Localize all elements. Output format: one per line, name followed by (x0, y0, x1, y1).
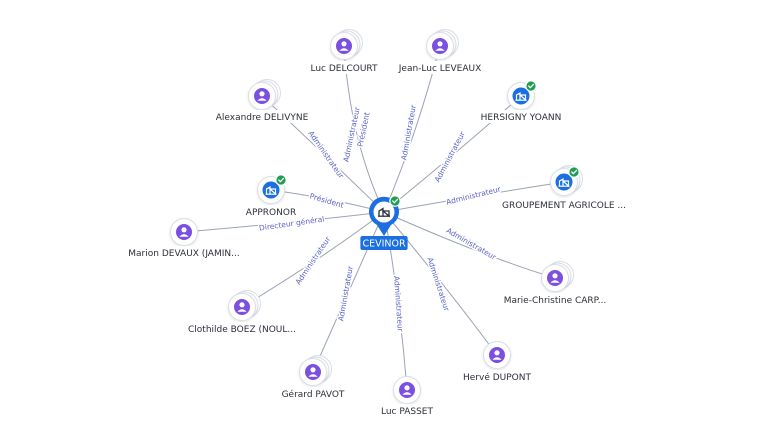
person-icon (489, 347, 505, 363)
node-alexandre-delivyne[interactable]: Alexandre DELIVYNE (212, 79, 312, 124)
person-icon-head (494, 350, 500, 356)
edge-label: Administrateur (433, 129, 468, 183)
node-luc-delcourt[interactable]: Luc DELCOURT (309, 29, 379, 75)
person-icon (234, 299, 250, 315)
person-icon-head (437, 41, 443, 47)
edge-marie-christine[interactable]: Administrateur (383, 211, 556, 279)
nodes-layer: Luc DELCOURT Jean-Luc LEVEAUX Alexandre DE… (122, 29, 626, 418)
node-label: Marion DEVAUX (JAMIN... (128, 249, 239, 259)
person-icon (399, 382, 415, 398)
node-jean-luc-leveaux[interactable]: Jean-Luc LEVEAUX (395, 29, 485, 75)
node-label-bg (309, 61, 379, 74)
node-label-bg (395, 61, 485, 74)
node-label: Luc PASSET (381, 407, 433, 417)
edge-label: Administrateur (336, 264, 355, 322)
edge-line (383, 211, 498, 356)
person-icon-body (257, 98, 267, 101)
node-label: Alexandre DELIVYNE (216, 113, 309, 123)
person-icon-body (308, 374, 318, 377)
edge-line (383, 211, 408, 391)
node-label: HERSIGNY YOANN (481, 113, 562, 123)
person-icon (254, 88, 270, 104)
person-icon-body (179, 234, 189, 237)
node-hersigny-yoann[interactable]: HERSIGNY YOANN (481, 80, 562, 123)
person-icon-body (237, 309, 247, 312)
node-marion-devaux[interactable]: Marion DEVAUX (JAMIN... (122, 218, 246, 260)
edge-label: Président (309, 191, 345, 209)
edge-line (261, 95, 385, 213)
node-label-bg (278, 387, 348, 400)
person-icon (176, 224, 192, 240)
edge-label: Administrateur (399, 103, 418, 161)
node-label-bg (462, 370, 532, 383)
person-icon-head (239, 302, 245, 308)
node-label: Luc DELCOURT (310, 64, 378, 74)
person-icon (305, 364, 321, 380)
person-icon-head (310, 367, 316, 373)
building-icon-shape (558, 177, 570, 188)
verified-check-icon (389, 195, 401, 207)
building-icon-shape (515, 91, 527, 102)
person-icon-body (550, 280, 560, 283)
edge-label: Administrateur (294, 234, 333, 286)
person-icon-head (552, 273, 558, 279)
edge-label: Administrateur (425, 256, 451, 313)
node-herve-dupont[interactable]: Hervé DUPONT (462, 341, 532, 384)
node-label: GROUPEMENT AGRICOLE ... (502, 201, 626, 211)
person-icon-body (435, 48, 445, 51)
center-label: CEVINOR (362, 239, 406, 250)
node-marie-christine[interactable]: Marie-Christine CARP... (493, 261, 617, 307)
node-appronor[interactable]: APPRONOR (246, 174, 296, 218)
node-label-bg (212, 110, 312, 123)
node-label: Hervé DUPONT (463, 372, 531, 383)
building-icon (512, 87, 530, 105)
person-icon-head (341, 41, 347, 47)
verified-check-icon (525, 80, 537, 92)
node-groupement[interactable]: GROUPEMENT AGRICOLE ... (502, 165, 626, 212)
person-icon-body (339, 48, 349, 51)
center-label-bg (360, 236, 408, 250)
node-label-bg (180, 322, 304, 335)
edge-label: Administrateur (392, 276, 405, 333)
node-gerard-pavot[interactable]: Gérard PAVOT (278, 355, 348, 401)
node-label: Gérard PAVOT (282, 389, 345, 400)
node-label: Marie-Christine CARP... (504, 296, 607, 306)
building-icon (378, 207, 390, 218)
edge-line (383, 95, 522, 213)
edge-label: Administrateur (306, 129, 346, 181)
person-icon (336, 38, 352, 54)
node-luc-passet[interactable]: Luc PASSET (377, 376, 437, 418)
person-icon (547, 270, 563, 286)
center-node[interactable]: CEVINOR (360, 195, 408, 250)
verified-check-icon (568, 166, 580, 178)
edge-line (383, 181, 565, 213)
node-label-bg (481, 110, 561, 123)
node-label-bg (502, 198, 626, 211)
edge-line (241, 211, 385, 308)
node-label-bg (246, 205, 296, 218)
person-icon-head (404, 385, 410, 391)
node-label: Clothilde BOEZ (NOUL... (188, 325, 296, 335)
node-label-bg (377, 404, 437, 417)
person-icon-head (259, 91, 265, 97)
person-icon-body (402, 392, 412, 395)
node-label: APPRONOR (246, 208, 296, 218)
edge-label: Administrateur (445, 226, 499, 262)
edge-line (183, 211, 385, 233)
node-label: Jean-Luc LEVEAUX (398, 64, 481, 74)
edge-label: Administrateur (445, 184, 502, 206)
node-label-bg (493, 293, 617, 306)
building-icon (555, 173, 573, 191)
person-icon-head (181, 227, 187, 233)
edge-line (312, 211, 385, 373)
building-icon (262, 181, 280, 199)
verified-check-icon (275, 174, 287, 186)
person-icon (432, 38, 448, 54)
edge-line (383, 211, 556, 279)
building-icon-shape (265, 185, 277, 196)
node-label-bg (122, 246, 246, 259)
person-icon-body (492, 357, 502, 360)
node-clothilde-boez[interactable]: Clothilde BOEZ (NOUL... (180, 290, 304, 336)
